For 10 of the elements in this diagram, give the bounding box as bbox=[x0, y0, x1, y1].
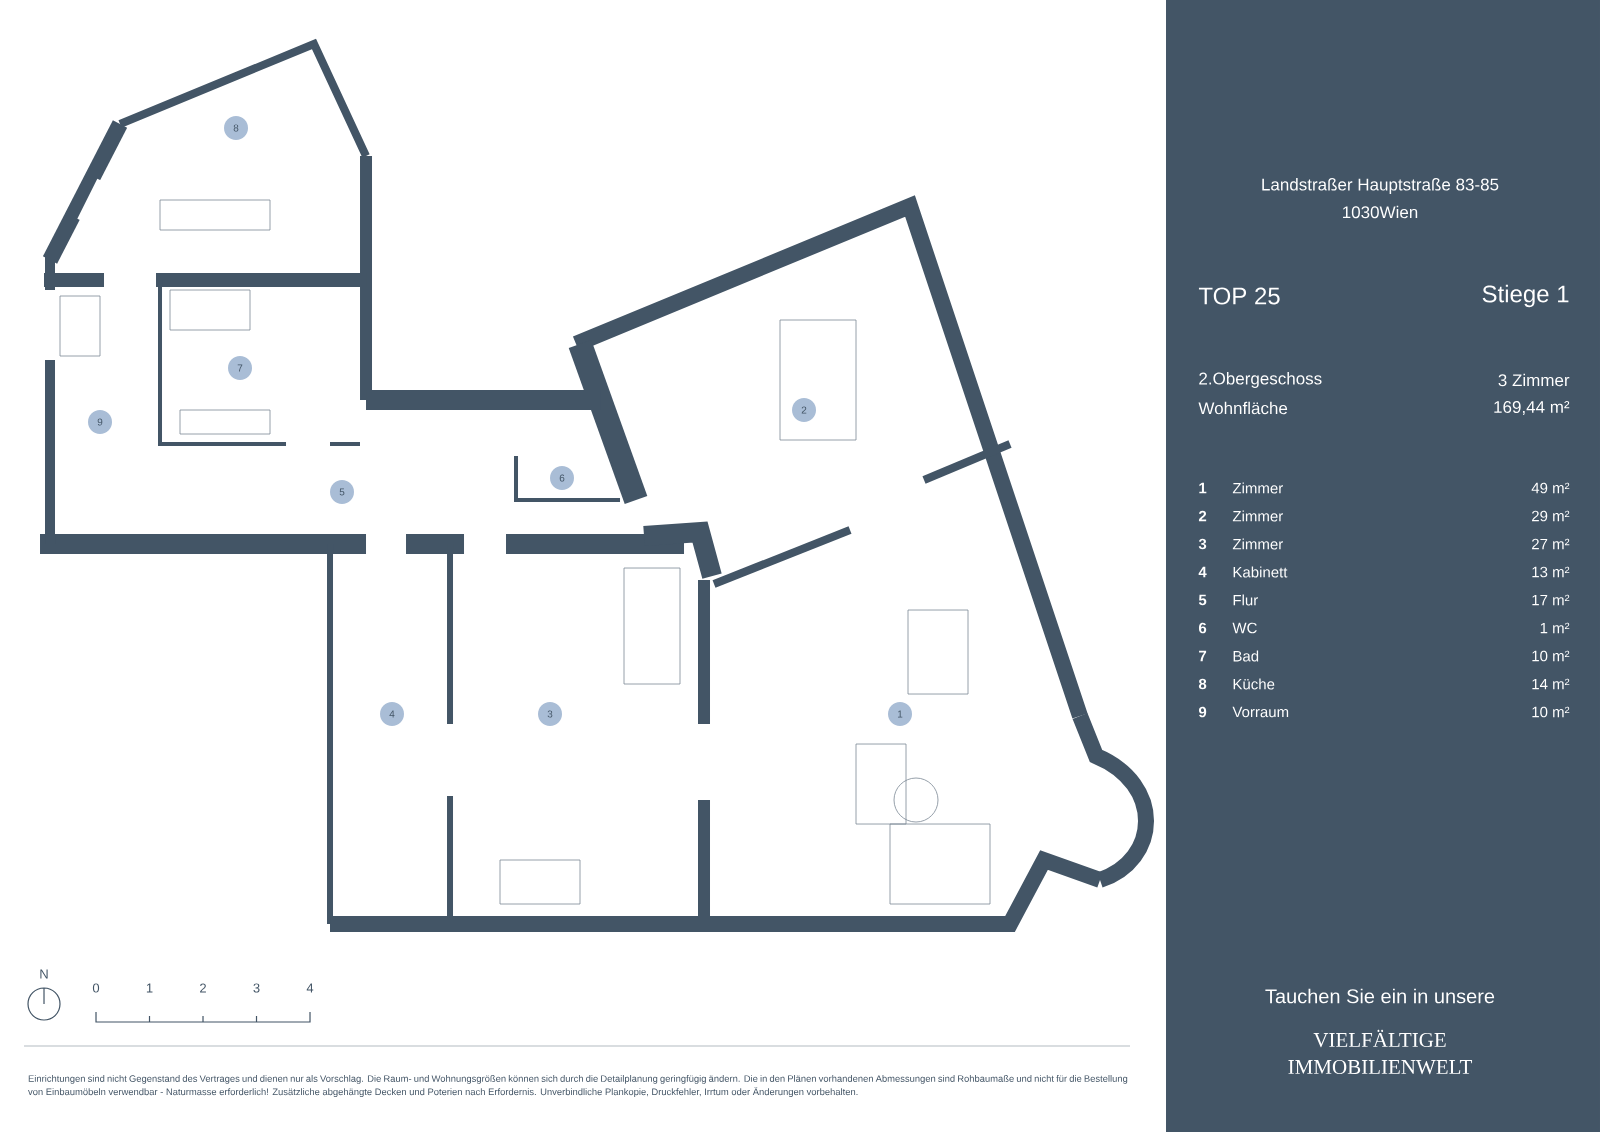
apartment-number: TOP 25 bbox=[1198, 287, 1280, 305]
slogan-text: VIELFÄLTIGE IMMOBILIENWELT bbox=[1288, 1029, 1473, 1075]
floor-text: 2.Obergeschoss bbox=[1199, 372, 1322, 388]
address-text: Landstraßer Hauptstraße 83-85 bbox=[1262, 178, 1499, 194]
tagline-text: Tauchen Sie ein in unsere bbox=[1265, 988, 1495, 1004]
staircase-number: Stiege 1 bbox=[1482, 284, 1569, 308]
area-label: Wohnfläche bbox=[1198, 401, 1288, 415]
address-text: 1030Wien bbox=[1343, 205, 1418, 219]
area-value: 169,44 m² bbox=[1494, 401, 1570, 415]
rooms-count: 3 Zimmer bbox=[1498, 373, 1570, 387]
